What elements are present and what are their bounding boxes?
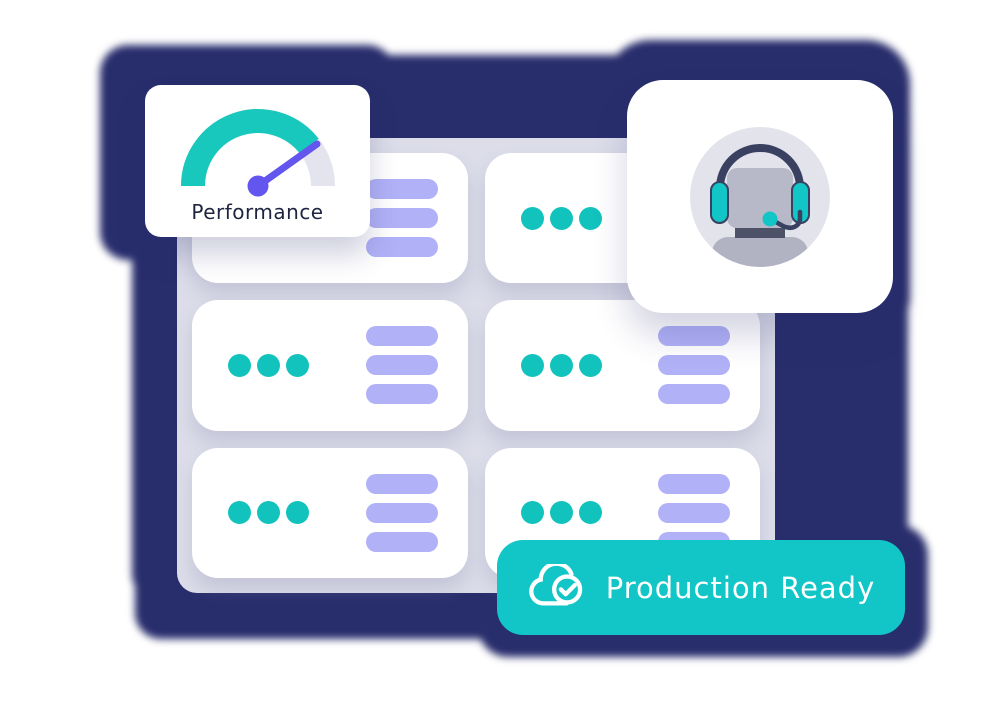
text-bar xyxy=(365,208,438,229)
status-dot xyxy=(228,501,251,525)
status-dot xyxy=(257,353,280,377)
status-dot xyxy=(549,353,573,377)
text-bar xyxy=(365,473,438,494)
support-agent-card xyxy=(627,80,893,313)
status-dot xyxy=(257,501,280,525)
text-bar xyxy=(365,355,438,376)
status-dot xyxy=(549,501,573,525)
status-dots xyxy=(520,501,602,525)
status-dot xyxy=(286,501,309,525)
status-dot xyxy=(286,353,309,377)
status-dot xyxy=(520,206,544,230)
text-placeholder-bars xyxy=(365,326,438,405)
text-placeholder-bars xyxy=(365,179,438,258)
text-placeholder-bars xyxy=(658,326,730,405)
text-bar xyxy=(658,502,730,523)
grid-card xyxy=(192,447,468,578)
status-dot xyxy=(578,501,602,525)
cloud-check-icon xyxy=(528,563,582,606)
status-dots xyxy=(228,501,309,525)
status-dot xyxy=(578,206,602,230)
status-dot xyxy=(549,206,573,230)
status-dots xyxy=(228,353,309,377)
support-agent-icon xyxy=(690,126,830,267)
text-bar xyxy=(365,531,438,552)
status-dots xyxy=(520,353,602,377)
status-dots xyxy=(520,206,602,230)
status-dot xyxy=(228,353,251,377)
text-bar xyxy=(365,384,438,405)
text-bar xyxy=(658,384,730,405)
production-ready-badge: Production Ready xyxy=(497,540,905,635)
status-dot xyxy=(520,353,544,377)
text-bar xyxy=(658,326,730,347)
grid-card xyxy=(192,300,468,431)
gauge-icon xyxy=(180,109,335,197)
text-bar xyxy=(658,355,730,376)
text-bar xyxy=(365,326,438,347)
grid-card xyxy=(484,300,760,431)
text-bar xyxy=(365,237,438,258)
text-placeholder-bars xyxy=(365,473,438,552)
badge-label: Production Ready xyxy=(605,570,876,605)
text-bar xyxy=(365,179,438,200)
status-dot xyxy=(520,501,544,525)
performance-card: Performance xyxy=(145,85,370,237)
text-bar xyxy=(658,473,730,494)
text-bar xyxy=(365,502,438,523)
performance-label: Performance xyxy=(191,200,324,224)
status-dot xyxy=(578,353,602,377)
